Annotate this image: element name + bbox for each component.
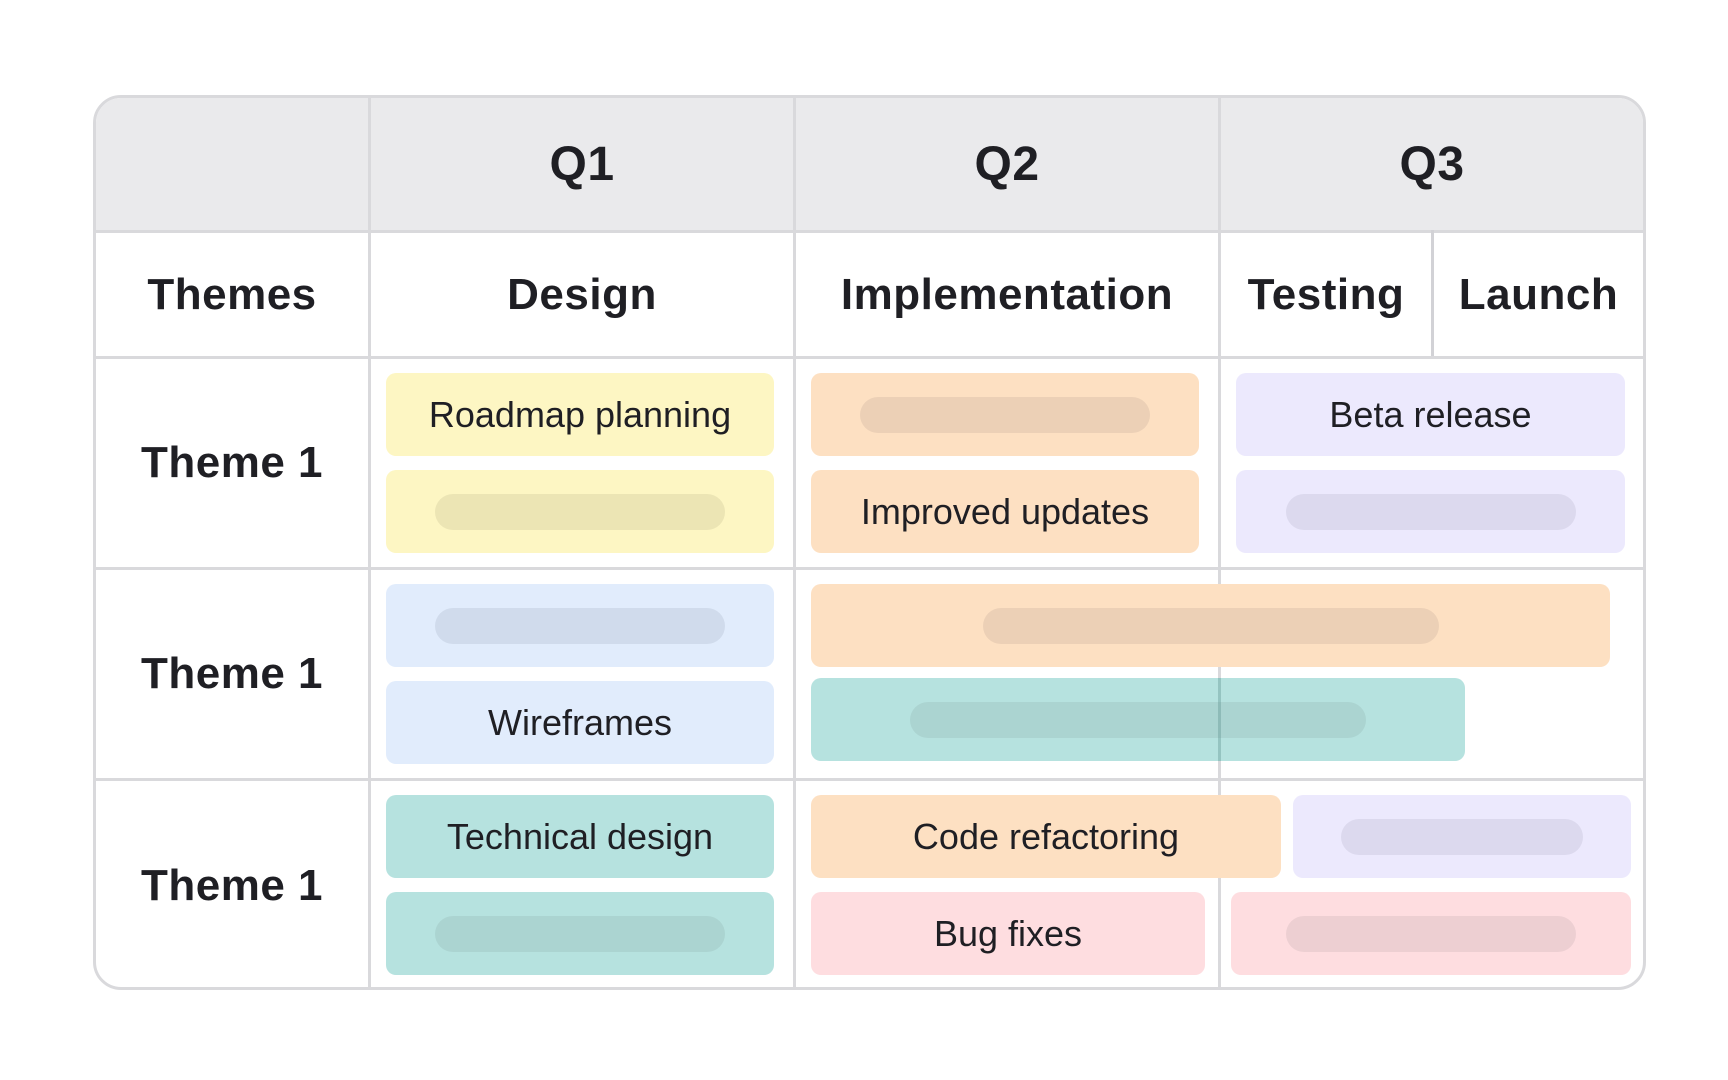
- card-improved-updates[interactable]: Improved updates: [811, 470, 1199, 553]
- grid-line: [793, 98, 796, 987]
- grid-line: [1431, 230, 1434, 356]
- row-label-theme-3: Theme 1: [140, 860, 323, 910]
- card-roadmap-planning[interactable]: Roadmap planning: [386, 373, 774, 456]
- card-placeholder-design-3[interactable]: [386, 892, 774, 975]
- quarter-q3-header: Q3: [1399, 137, 1465, 191]
- roadmap-table: Q1 Q2 Q3 Themes Design Implementation Te…: [93, 95, 1646, 990]
- quarter-q1-header: Q1: [549, 137, 615, 191]
- grid-line: [96, 356, 1643, 359]
- card-code-refactoring[interactable]: Code refactoring: [811, 795, 1281, 878]
- grid-line: [96, 230, 1643, 233]
- card-placeholder-implementation[interactable]: [811, 373, 1199, 456]
- placeholder-bar: [435, 493, 725, 530]
- phase-implementation-header: Implementation: [840, 269, 1174, 319]
- placeholder-bar: [435, 607, 725, 644]
- card-placeholder-implementation-wide[interactable]: [811, 584, 1610, 667]
- card-bug-fixes[interactable]: Bug fixes: [811, 892, 1205, 975]
- placeholder-bar: [1285, 493, 1576, 530]
- grid-line: [96, 567, 1643, 570]
- grid-line: [368, 98, 371, 987]
- card-beta-release[interactable]: Beta release: [1236, 373, 1625, 456]
- card-placeholder-launch[interactable]: [1293, 795, 1631, 878]
- card-placeholder-teal-wide[interactable]: [811, 678, 1465, 761]
- phase-launch-header: Launch: [1458, 269, 1619, 319]
- quarter-q2-header: Q2: [974, 137, 1040, 191]
- card-placeholder-design-2[interactable]: [386, 584, 774, 667]
- grid-line: [96, 778, 1643, 781]
- grid-line: [1218, 98, 1221, 987]
- card-placeholder-design[interactable]: [386, 470, 774, 553]
- phase-design-header: Design: [507, 269, 657, 319]
- quarter-header-row: [96, 98, 1643, 233]
- card-technical-design[interactable]: Technical design: [386, 795, 774, 878]
- row-label-theme-1: Theme 1: [140, 438, 323, 487]
- placeholder-bar: [435, 915, 725, 952]
- placeholder-bar: [860, 396, 1150, 433]
- placeholder-bar: [1341, 818, 1583, 855]
- placeholder-bar: [910, 701, 1366, 738]
- card-placeholder-testing-3[interactable]: [1231, 892, 1631, 975]
- card-wireframes[interactable]: Wireframes: [386, 681, 774, 764]
- placeholder-bar: [1286, 915, 1576, 952]
- themes-column-header: Themes: [147, 269, 317, 319]
- row-label-theme-2: Theme 1: [140, 649, 323, 698]
- placeholder-bar: [982, 607, 1439, 644]
- phase-testing-header: Testing: [1247, 269, 1405, 319]
- card-placeholder-testing[interactable]: [1236, 470, 1625, 553]
- grid-line-overlay: [1218, 678, 1221, 761]
